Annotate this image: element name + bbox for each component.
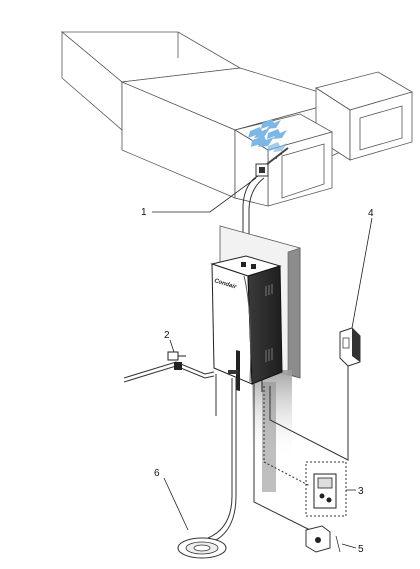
- connections: [123, 360, 349, 543]
- callout-2: 2: [164, 330, 170, 341]
- callout-1: 1: [141, 207, 147, 218]
- water-supply-valve: [167, 351, 186, 370]
- steam-distributor: [255, 147, 289, 177]
- leader-lines: [152, 177, 373, 549]
- callout-6: 6: [154, 468, 160, 479]
- callout-5: 5: [358, 544, 364, 555]
- callout-4: 4: [368, 208, 374, 219]
- main-switch: [305, 525, 341, 553]
- callouts: 1 2 3 4 5 6: [141, 207, 374, 555]
- air-duct: [60, 31, 414, 207]
- control-panel: [305, 461, 347, 517]
- floor-drain: [177, 537, 227, 559]
- humidistat: [339, 327, 361, 367]
- callout-3: 3: [358, 486, 364, 497]
- steam-hose: [242, 175, 265, 262]
- airflow-arrows: [248, 119, 287, 152]
- humidifier-unit: Condair: [210, 255, 283, 392]
